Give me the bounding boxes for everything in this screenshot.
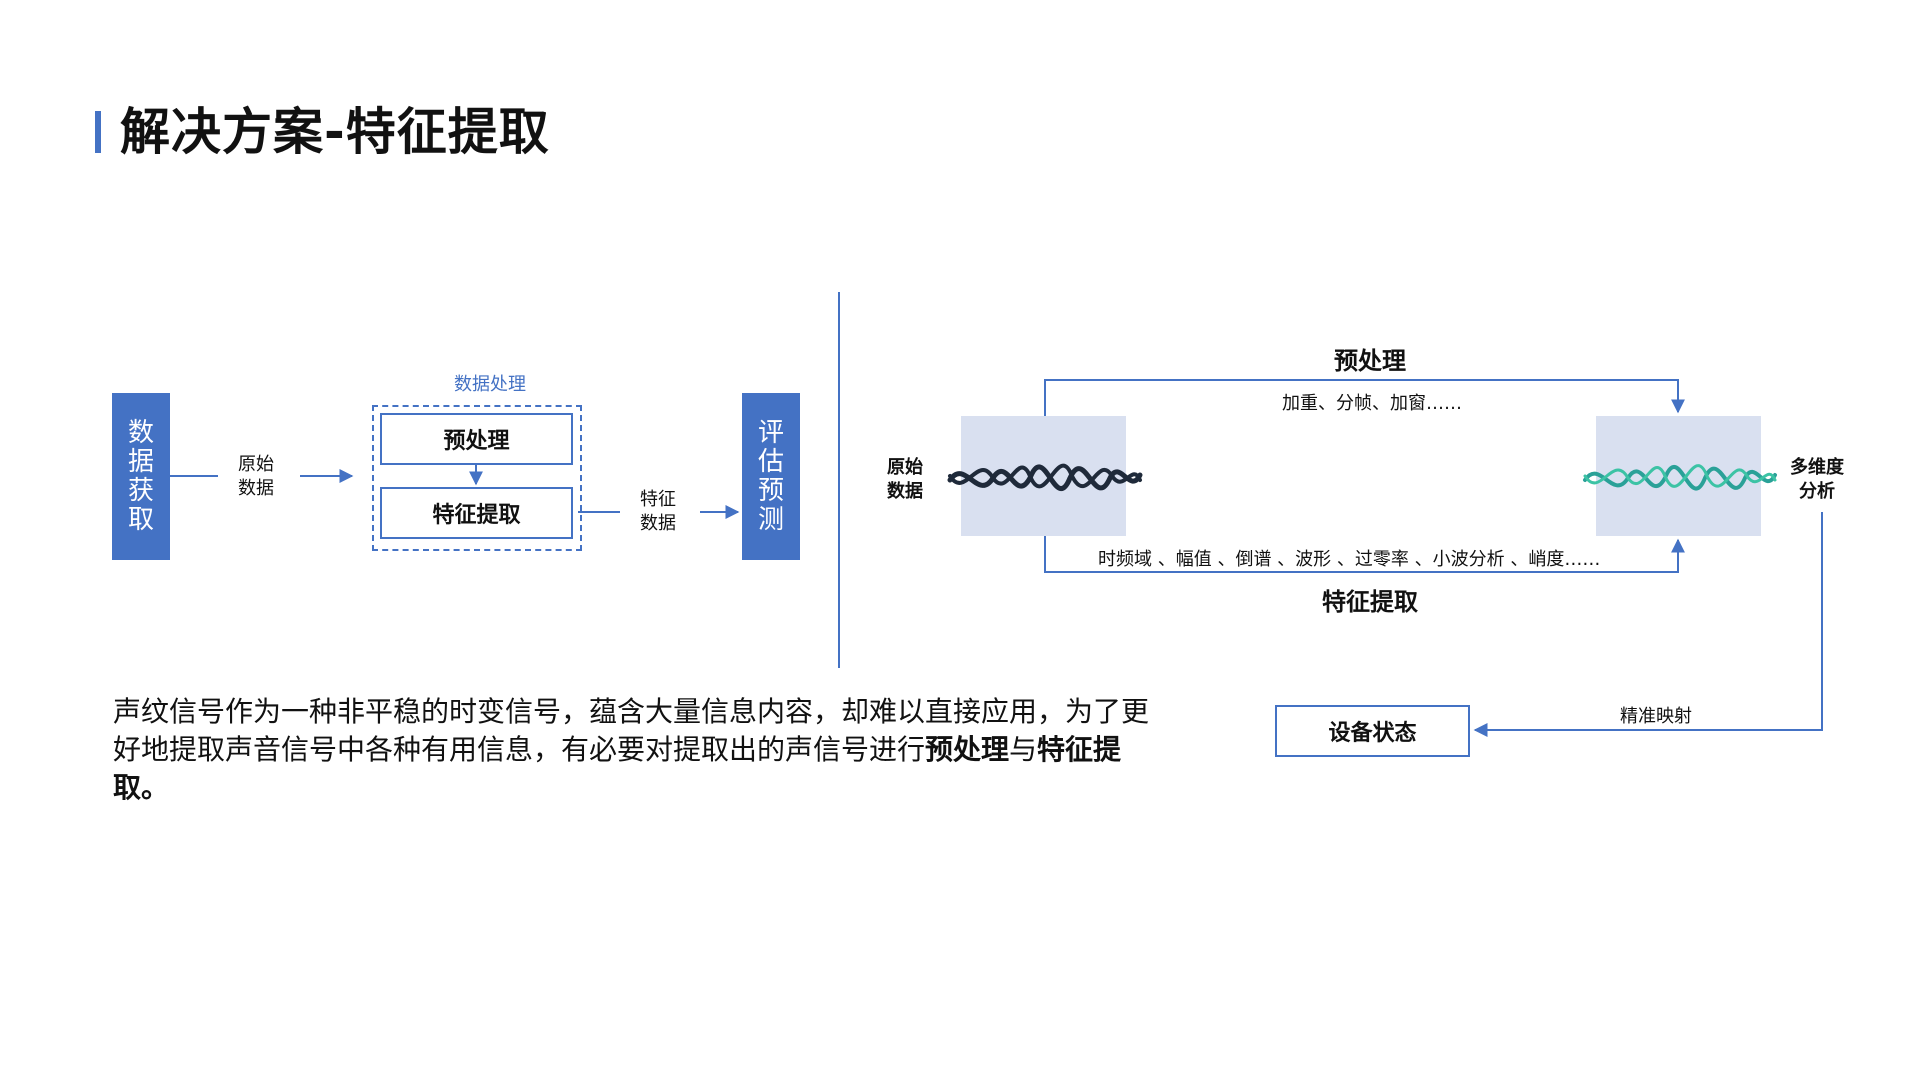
raw-data-right-line-2: 数据 bbox=[887, 481, 923, 502]
raw-waveform-panel bbox=[961, 416, 1126, 536]
multi-dimension-line-1: 多维度 bbox=[1790, 457, 1844, 478]
raw-data-right-line-1: 原始 bbox=[887, 457, 923, 478]
processed-waveform-panel bbox=[1596, 416, 1761, 536]
feature-extraction-title: 特征提取 bbox=[1322, 588, 1418, 616]
raw-data-line-2: 数据 bbox=[238, 478, 274, 499]
data-processing-group bbox=[372, 405, 582, 551]
preprocess-box: 预处理 bbox=[380, 413, 573, 465]
feature-data-label: 特征 数据 bbox=[632, 488, 684, 536]
feature-path bbox=[1044, 536, 1685, 573]
processed-waveform bbox=[1583, 464, 1777, 491]
description-paragraph: 声纹信号作为一种非平稳的时变信号，蕴含大量信息内容，却难以直接应用，为了更好地提… bbox=[113, 693, 1173, 807]
title-accent-bar bbox=[95, 111, 101, 153]
multi-dimension-label: 多维度 分析 bbox=[1782, 456, 1852, 504]
raw-data-label: 原始 数据 bbox=[230, 453, 282, 501]
data-processing-group-label: 数据处理 bbox=[454, 374, 526, 395]
raw-data-line-1: 原始 bbox=[238, 454, 274, 475]
feature-extraction-box: 特征提取 bbox=[380, 487, 573, 539]
mapping-label: 精准映射 bbox=[1620, 706, 1692, 727]
section-divider bbox=[838, 292, 840, 668]
preprocess-path bbox=[1044, 379, 1685, 416]
mapping-path bbox=[1473, 512, 1823, 737]
evaluate-predict-box: 评估预测 bbox=[742, 393, 800, 560]
device-state-box: 设备状态 bbox=[1275, 705, 1470, 757]
paragraph-end: 。 bbox=[141, 771, 170, 804]
preprocess-title: 预处理 bbox=[1334, 347, 1406, 375]
preprocess-steps: 加重、分帧、加窗…… bbox=[1282, 393, 1462, 414]
data-acquisition-box: 数据获取 bbox=[112, 393, 170, 560]
paragraph-text: 声纹信号作为一种非平稳的时变信号，蕴含大量信息内容，却难以直接应用，为了更好地提… bbox=[113, 695, 1150, 766]
paragraph-bold-feature: 特征提取 bbox=[113, 733, 1122, 804]
paragraph-connector: 与 bbox=[1009, 733, 1038, 766]
page-title: 解决方案-特征提取 bbox=[120, 103, 550, 161]
paragraph-bold-preprocess: 预处理 bbox=[925, 733, 1010, 766]
feature-data-line-1: 特征 bbox=[640, 489, 676, 510]
multi-dimension-line-2: 分析 bbox=[1799, 481, 1835, 502]
evaluate-predict-label: 评估预测 bbox=[757, 417, 784, 535]
data-acquisition-label: 数据获取 bbox=[127, 417, 154, 535]
raw-data-label-right: 原始 数据 bbox=[880, 456, 930, 504]
feature-steps: 时频域 、幅值 、倒谱 、波形 、过零率 、小波分析 、峭度…… bbox=[1098, 549, 1601, 570]
feature-data-line-2: 数据 bbox=[640, 513, 676, 534]
raw-waveform bbox=[947, 463, 1143, 491]
